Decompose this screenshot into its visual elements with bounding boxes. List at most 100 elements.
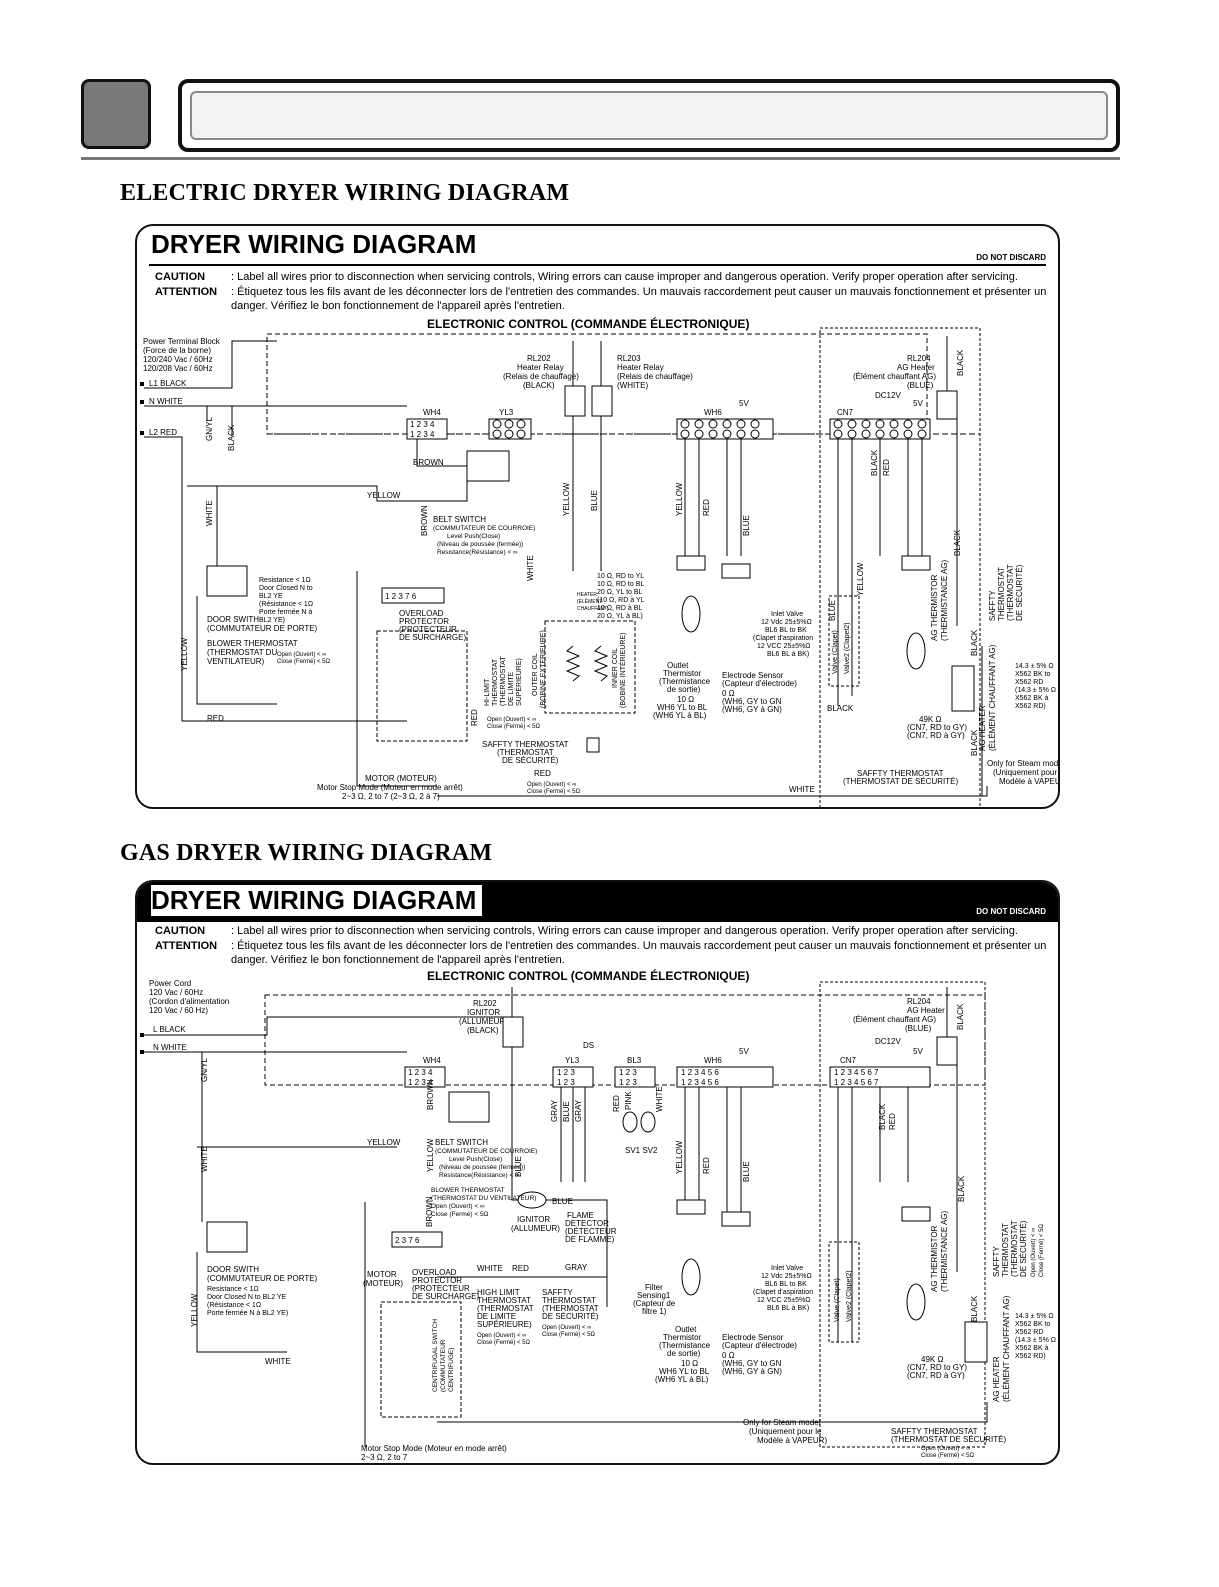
svg-text:(Uniquement pour le: (Uniquement pour le [749,1427,822,1436]
svg-text:RED: RED [702,1157,711,1174]
svg-text:WHITE: WHITE [265,1357,291,1366]
electric-attention: ATTENTION: Étiquetez tous les fils avant… [155,286,1047,312]
svg-text:(Résistance < 1Ω: (Résistance < 1Ω [259,601,313,608]
svg-text:(ÉLÉMENT: (ÉLÉMENT [577,598,602,605]
svg-text:1 2 3: 1 2 3 [557,1078,575,1087]
svg-text:Heater Relay: Heater Relay [617,363,664,372]
svg-text:de sortie): de sortie) [667,1349,701,1358]
svg-text:SAFFTY THERMOSTAT: SAFFTY THERMOSTAT [891,1427,978,1436]
svg-text:(THERMOSTAT: (THERMOSTAT [477,1304,534,1313]
svg-text:BLUE: BLUE [590,490,599,511]
svg-text:(WH6, GY à GN): (WH6, GY à GN) [722,1367,782,1376]
svg-text:BLUE: BLUE [742,515,751,536]
svg-text:(Niveau de poussée (fermée)): (Niveau de poussée (fermée)) [437,541,523,548]
svg-text:MOTOR (MOTEUR): MOTOR (MOTEUR) [365,774,437,783]
svg-text:Close (Fermé) < 5Ω: Close (Fermé) < 5Ω [527,789,581,795]
svg-text:SV1 SV2: SV1 SV2 [625,1146,658,1155]
svg-text:Modèle à VAPEUR): Modèle à VAPEUR) [757,1436,827,1445]
svg-text:DE LIMITE: DE LIMITE [508,671,515,706]
gas-inlet-valve-box [828,1241,860,1343]
svg-text:Open (Ouvert) < ∞: Open (Ouvert) < ∞ [487,717,536,723]
svg-text:1 2 3 4: 1 2 3 4 [408,1078,433,1087]
svg-text:(THERMOSTAT: (THERMOSTAT [497,748,554,757]
svg-text:(Élément chauffant AG): (Élément chauffant AG) [853,372,936,381]
wh4-connector: 1 2 3 41 2 3 4 [406,418,448,440]
svg-text:(10 Ω, RD à YL: (10 Ω, RD à YL [597,597,645,604]
gas-belt-switch [448,1091,490,1123]
svg-text:Inlet Valve: Inlet Valve [771,1265,803,1272]
svg-text:X562 BK to: X562 BK to [1015,671,1051,678]
svg-text:BLUE: BLUE [552,1197,573,1206]
svg-text:20 Ω, YL to BL: 20 Ω, YL to BL [597,589,643,596]
svg-text:DOOR SWITH: DOOR SWITH [207,1265,259,1274]
svg-text:RED: RED [512,1264,529,1273]
svg-text:(WH6 YL à BL): (WH6 YL à BL) [655,1375,709,1384]
svg-text:12 VCC 25±5%Ω: 12 VCC 25±5%Ω [757,1297,810,1304]
svg-text:BLACK: BLACK [970,629,979,656]
svg-text:1 2 3: 1 2 3 [557,1068,575,1077]
svg-text:BELT SWITCH: BELT SWITCH [435,1138,488,1147]
svg-text:DOOR SWITH: DOOR SWITH [207,615,259,624]
svg-text:X562 RD: X562 RD [1015,1329,1043,1336]
gas-section-title: GAS DRYER WIRING DIAGRAM [120,840,493,866]
svg-text:BLACK: BLACK [878,1103,887,1130]
chapter-marker [81,79,151,149]
svg-text:Resistance < 1Ω: Resistance < 1Ω [207,1286,259,1293]
svg-text:1 2 3 4: 1 2 3 4 [410,420,435,429]
svg-text:X562 BK à: X562 BK à [1015,695,1049,702]
svg-text:YELLOW: YELLOW [675,482,684,516]
control-box [266,333,928,435]
svg-text:CENTRIFUGE): CENTRIFUGE) [448,1348,455,1392]
svg-text:(Capteur d'électrode): (Capteur d'électrode) [722,1341,797,1350]
svg-text:(PROTECTEUR: (PROTECTEUR [399,625,457,634]
svg-text:BL2 YE: BL2 YE [259,593,283,600]
gas-diagram-panel: DRYER WIRING DIAGRAM DO NOT DISCARD CAUT… [135,880,1060,1465]
electric-diagram-panel: DRYER WIRING DIAGRAM DO NOT DISCARD CAUT… [135,224,1060,809]
svg-text:Porte fermée N à: Porte fermée N à [259,609,312,616]
svg-text:(WHITE): (WHITE) [617,381,648,390]
svg-text:YELLOW: YELLOW [367,491,401,500]
gas-bl3-connector [614,1066,656,1088]
svg-text:5V: 5V [739,1047,749,1056]
svg-text:YELLOW: YELLOW [856,562,865,596]
svg-text:(CN7, RD to GY): (CN7, RD to GY) [907,1363,967,1372]
electric-do-not-discard: DO NOT DISCARD [976,253,1046,262]
svg-text:DC12V: DC12V [875,1037,901,1046]
svg-text:YL3: YL3 [499,408,514,417]
svg-text:Filter: Filter [645,1283,663,1292]
svg-text:AG HEATER: AG HEATER [978,705,987,751]
svg-text:AG HEATER: AG HEATER [992,1356,1001,1402]
electric-section-title: ELECTRIC DRYER WIRING DIAGRAM [120,180,570,206]
svg-text:SAFFTY: SAFFTY [988,590,997,621]
svg-text:(THERMISTANCE AG): (THERMISTANCE AG) [940,559,949,641]
gas-rl202-relay [502,1016,524,1048]
gas-outlet-thermistor [681,1258,701,1296]
svg-text:Electrode Sensor: Electrode Sensor [722,1333,784,1342]
svg-text:20 Ω, YL à BL): 20 Ω, YL à BL) [597,613,643,620]
svg-text:OVERLOAD: OVERLOAD [399,609,444,618]
svg-text:THERMOSTAT: THERMOSTAT [492,658,499,706]
svg-text:X562 RD: X562 RD [1015,679,1043,686]
svg-text:(Clapet d'aspiration: (Clapet d'aspiration [753,635,813,642]
n-label: N WHITE [149,397,183,406]
svg-text:120 Vac / 60Hz: 120 Vac / 60Hz [149,988,203,997]
svg-text:AG Heater: AG Heater [897,363,935,372]
svg-text:RED: RED [207,714,224,723]
svg-text:X562 BK à: X562 BK à [1015,1345,1049,1352]
svg-text:Porte fermée N à BL2 YE): Porte fermée N à BL2 YE) [207,1310,288,1317]
svg-text:(Capteur de: (Capteur de [633,1299,676,1308]
svg-text:Valve2 (Clapet2): Valve2 (Clapet2) [846,1270,853,1322]
svg-text:(Uniquement pour le: (Uniquement pour le [993,768,1060,777]
svg-text:10 Ω: 10 Ω [677,695,694,704]
svg-text:120/240 Vac / 60Hz: 120/240 Vac / 60Hz [143,355,213,364]
svg-text:Resistance(Résistance) < ∞: Resistance(Résistance) < ∞ [439,1172,520,1179]
header-rule [81,157,1120,160]
svg-text:12 Vdc 25±5%Ω: 12 Vdc 25±5%Ω [761,619,812,626]
svg-text:IGNITOR: IGNITOR [517,1215,550,1224]
svg-text:BLUE: BLUE [562,1101,571,1122]
svg-text:(COMMUTATEUR: (COMMUTATEUR [440,1339,447,1392]
svg-text:FLAME: FLAME [567,1211,594,1220]
svg-text:(14.3 ± 5% Ω: (14.3 ± 5% Ω [1015,687,1056,694]
svg-text:DE FLAMME): DE FLAMME) [565,1235,615,1244]
svg-text:0 Ω: 0 Ω [722,689,735,698]
